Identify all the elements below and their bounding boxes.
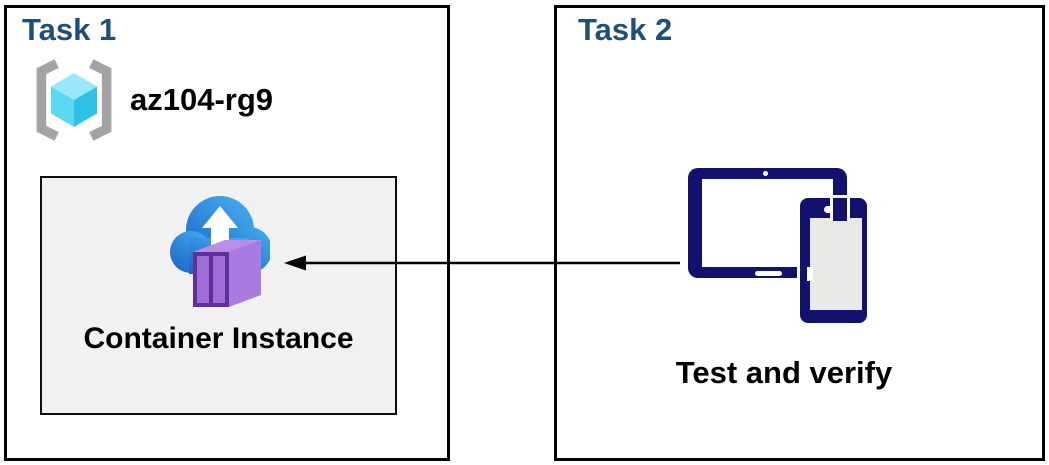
right-bracket-icon [89,59,112,141]
task2-box [554,5,1045,461]
task2-title: Task 2 [578,12,673,47]
task1-title: Task 1 [22,12,117,47]
container-instance-icon [170,196,270,307]
tablet-home-button [755,271,782,276]
cube-left-face [50,86,74,127]
tablet-camera-dot [763,171,768,176]
resource-group-name: az104-rg9 [130,82,274,117]
test-and-verify-label: Test and verify [675,355,893,390]
left-bracket-icon [36,59,59,141]
cube-right-face [74,86,98,127]
tablet-bezel-notch [807,267,813,281]
container-box-icon [193,240,261,307]
container-instance-label: Container Instance [83,322,354,355]
tablet-bezel-overlap [830,198,850,221]
resource-group-icon [36,59,112,141]
phone-screen [810,218,862,310]
